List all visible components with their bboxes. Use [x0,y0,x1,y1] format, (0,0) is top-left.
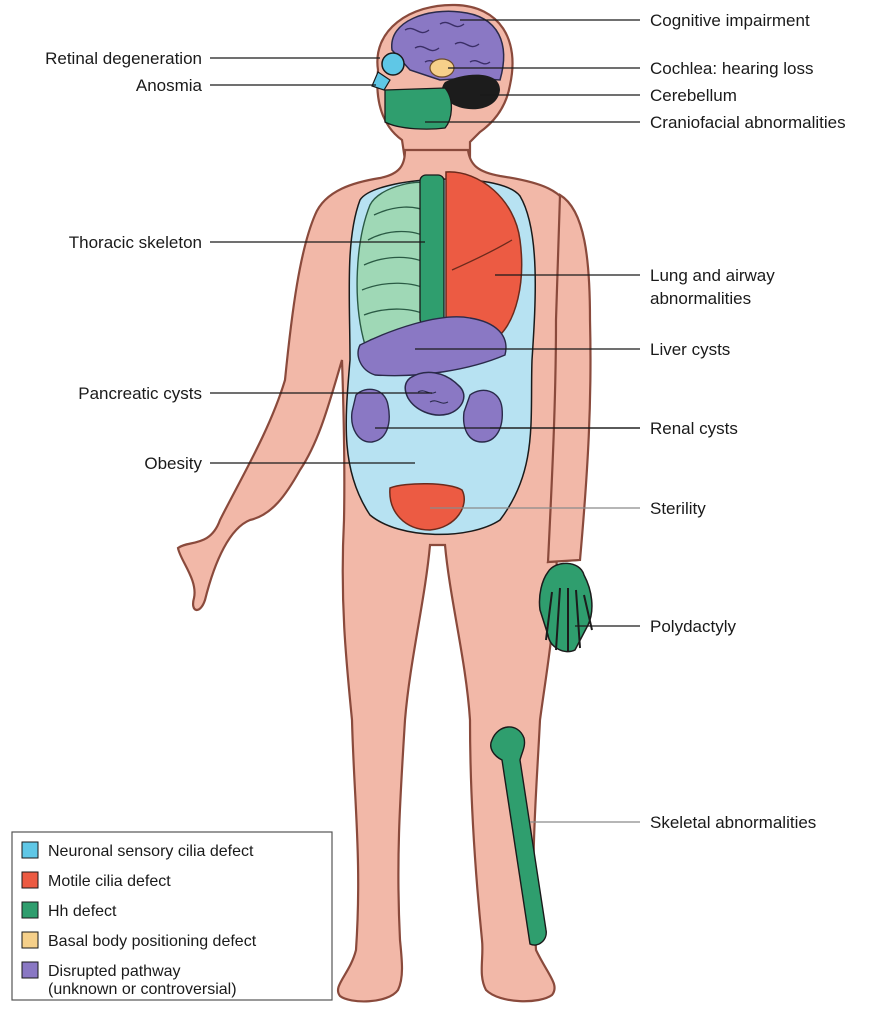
label-lung-line1: Lung and airway [650,266,775,285]
legend-swatch-disrupted [22,962,38,978]
left-kidney [352,389,390,442]
legend-swatch-hh [22,902,38,918]
label-cochlea: Cochlea: hearing loss [650,59,813,78]
legend-item-basal: Basal body positioning defect [22,932,257,950]
label-liver-cysts: Liver cysts [650,340,730,359]
label-craniofacial: Craniofacial abnormalities [650,113,846,132]
label-thoracic-skeleton: Thoracic skeleton [69,233,202,252]
label-renal-cysts: Renal cysts [650,419,738,438]
legend-item-neuronal: Neuronal sensory cilia defect [22,842,254,860]
legend-label: Neuronal sensory cilia defect [48,843,254,860]
sternum [420,175,444,325]
legend-label: Basal body positioning defect [48,933,257,950]
legend-swatch-motile [22,872,38,888]
eye [382,53,404,75]
legend: Neuronal sensory cilia defect Motile cil… [12,832,332,1000]
label-polydactyly: Polydactyly [650,617,736,636]
legend-label: Disrupted pathway [48,963,181,980]
label-sterility: Sterility [650,499,706,518]
label-retinal-degeneration: Retinal degeneration [45,49,202,68]
label-cognitive-impairment: Cognitive impairment [650,11,810,30]
label-lung-line2: abnormalities [650,289,751,308]
legend-label-sub: (unknown or controversial) [48,981,237,998]
legend-item-hh: Hh defect [22,902,117,920]
legend-swatch-basal [22,932,38,948]
legend-swatch-neuronal [22,842,38,858]
right-kidney [464,390,503,442]
legend-label: Motile cilia defect [48,873,171,890]
label-anosmia: Anosmia [136,76,203,95]
legend-label: Hh defect [48,903,117,920]
label-obesity: Obesity [144,454,202,473]
label-cerebellum: Cerebellum [650,86,737,105]
label-skeletal-abnormalities: Skeletal abnormalities [650,813,816,832]
craniofacial [385,88,451,129]
label-pancreatic-cysts: Pancreatic cysts [78,384,202,403]
